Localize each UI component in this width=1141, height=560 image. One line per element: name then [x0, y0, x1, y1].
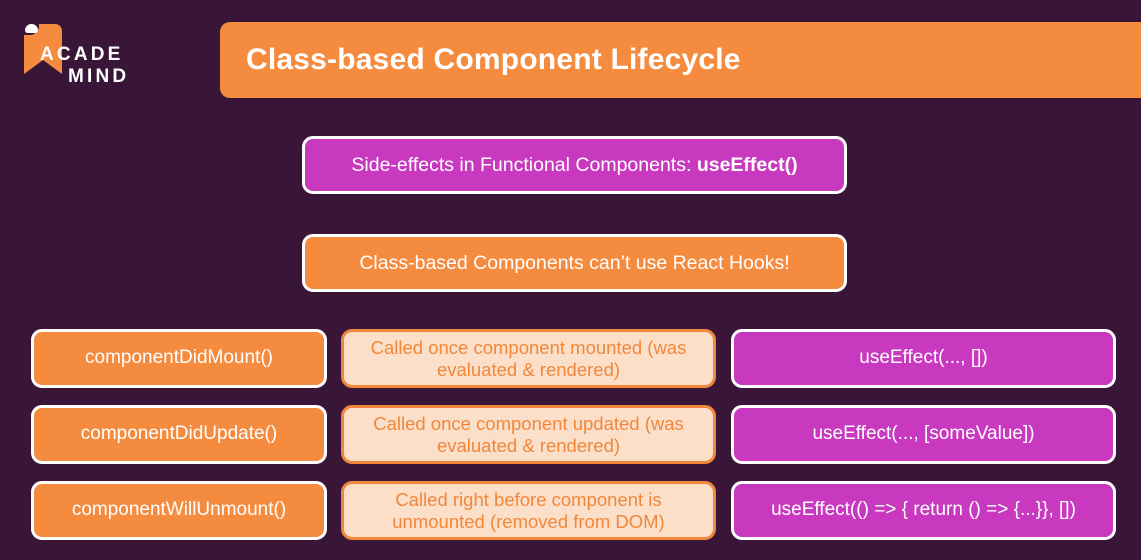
no-hooks-callout: Class-based Components can’t use React H… [302, 234, 847, 292]
no-hooks-callout-text: Class-based Components can’t use React H… [359, 251, 790, 274]
lifecycle-grid: componentDidMount() Called once componen… [0, 329, 1141, 557]
logo-wordmark: ACADE MIND [32, 44, 162, 88]
lifecycle-hook-cell: useEffect(..., []) [731, 329, 1116, 388]
lifecycle-method-cell: componentDidMount() [31, 329, 327, 388]
page-title: Class-based Component Lifecycle [246, 43, 741, 76]
side-effects-callout: Side-effects in Functional Components: u… [302, 136, 847, 194]
lifecycle-hook-cell: useEffect(..., [someValue]) [731, 405, 1116, 464]
lifecycle-description-cell: Called once component mounted (was evalu… [341, 329, 716, 388]
logo-line-mind: MIND [68, 66, 130, 87]
side-effects-callout-prefix: Side-effects in Functional Components: [351, 153, 697, 176]
side-effects-callout-emphasis: useEffect() [696, 153, 798, 176]
lifecycle-method-cell: componentDidUpdate() [31, 405, 327, 464]
header-banner: Class-based Component Lifecycle [220, 22, 1141, 98]
academind-ribbon-icon [22, 23, 62, 74]
logo-line-acade: ACADE [40, 44, 124, 65]
lifecycle-description-cell: Called right before component is unmount… [341, 481, 716, 540]
lifecycle-row: componentWillUnmount() Called right befo… [0, 481, 1141, 557]
lifecycle-row: componentDidMount() Called once componen… [0, 329, 1141, 405]
lifecycle-row: componentDidUpdate() Called once compone… [0, 405, 1141, 481]
side-effects-callout-text: Side-effects in Functional Components: u… [351, 154, 797, 177]
academind-logo: ACADE MIND [14, 23, 154, 88]
lifecycle-method-cell: componentWillUnmount() [31, 481, 327, 540]
lifecycle-hook-cell: useEffect(() => { return () => {...}}, [… [731, 481, 1116, 540]
lifecycle-description-cell: Called once component updated (was evalu… [341, 405, 716, 464]
